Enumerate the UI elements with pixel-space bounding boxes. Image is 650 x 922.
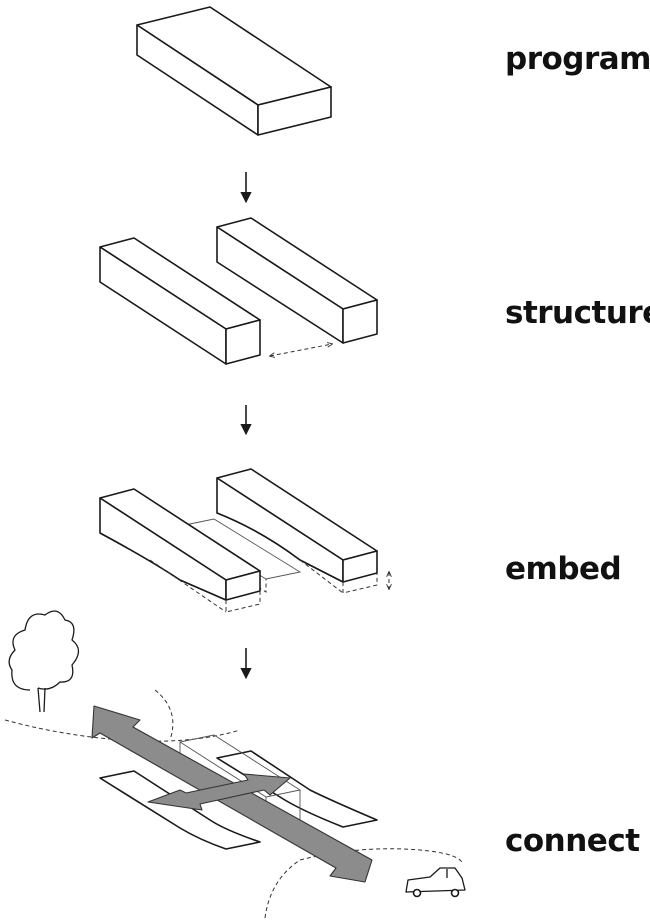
embed-bar-right	[216, 468, 378, 594]
stage-label-embed: embed	[505, 551, 622, 587]
connect-slab-right	[216, 750, 378, 828]
terrain-line	[264, 848, 463, 919]
spacing-dimension-arrow	[270, 344, 332, 356]
structure-bar-left	[99, 237, 261, 365]
connect-slab-left	[99, 770, 261, 850]
terrain-line	[154, 689, 174, 741]
embed-bar-left	[99, 488, 261, 613]
tree-icon	[8, 610, 80, 713]
program-block	[136, 6, 332, 136]
stage-label-connect: connect	[505, 823, 640, 859]
structure-bar-right	[216, 217, 378, 344]
stage-label-program: program	[505, 41, 650, 77]
flow-arrow-cross	[147, 773, 291, 811]
terrain-line	[4, 719, 241, 742]
car-icon	[405, 867, 466, 898]
stage-label-structure: structure	[505, 295, 650, 331]
